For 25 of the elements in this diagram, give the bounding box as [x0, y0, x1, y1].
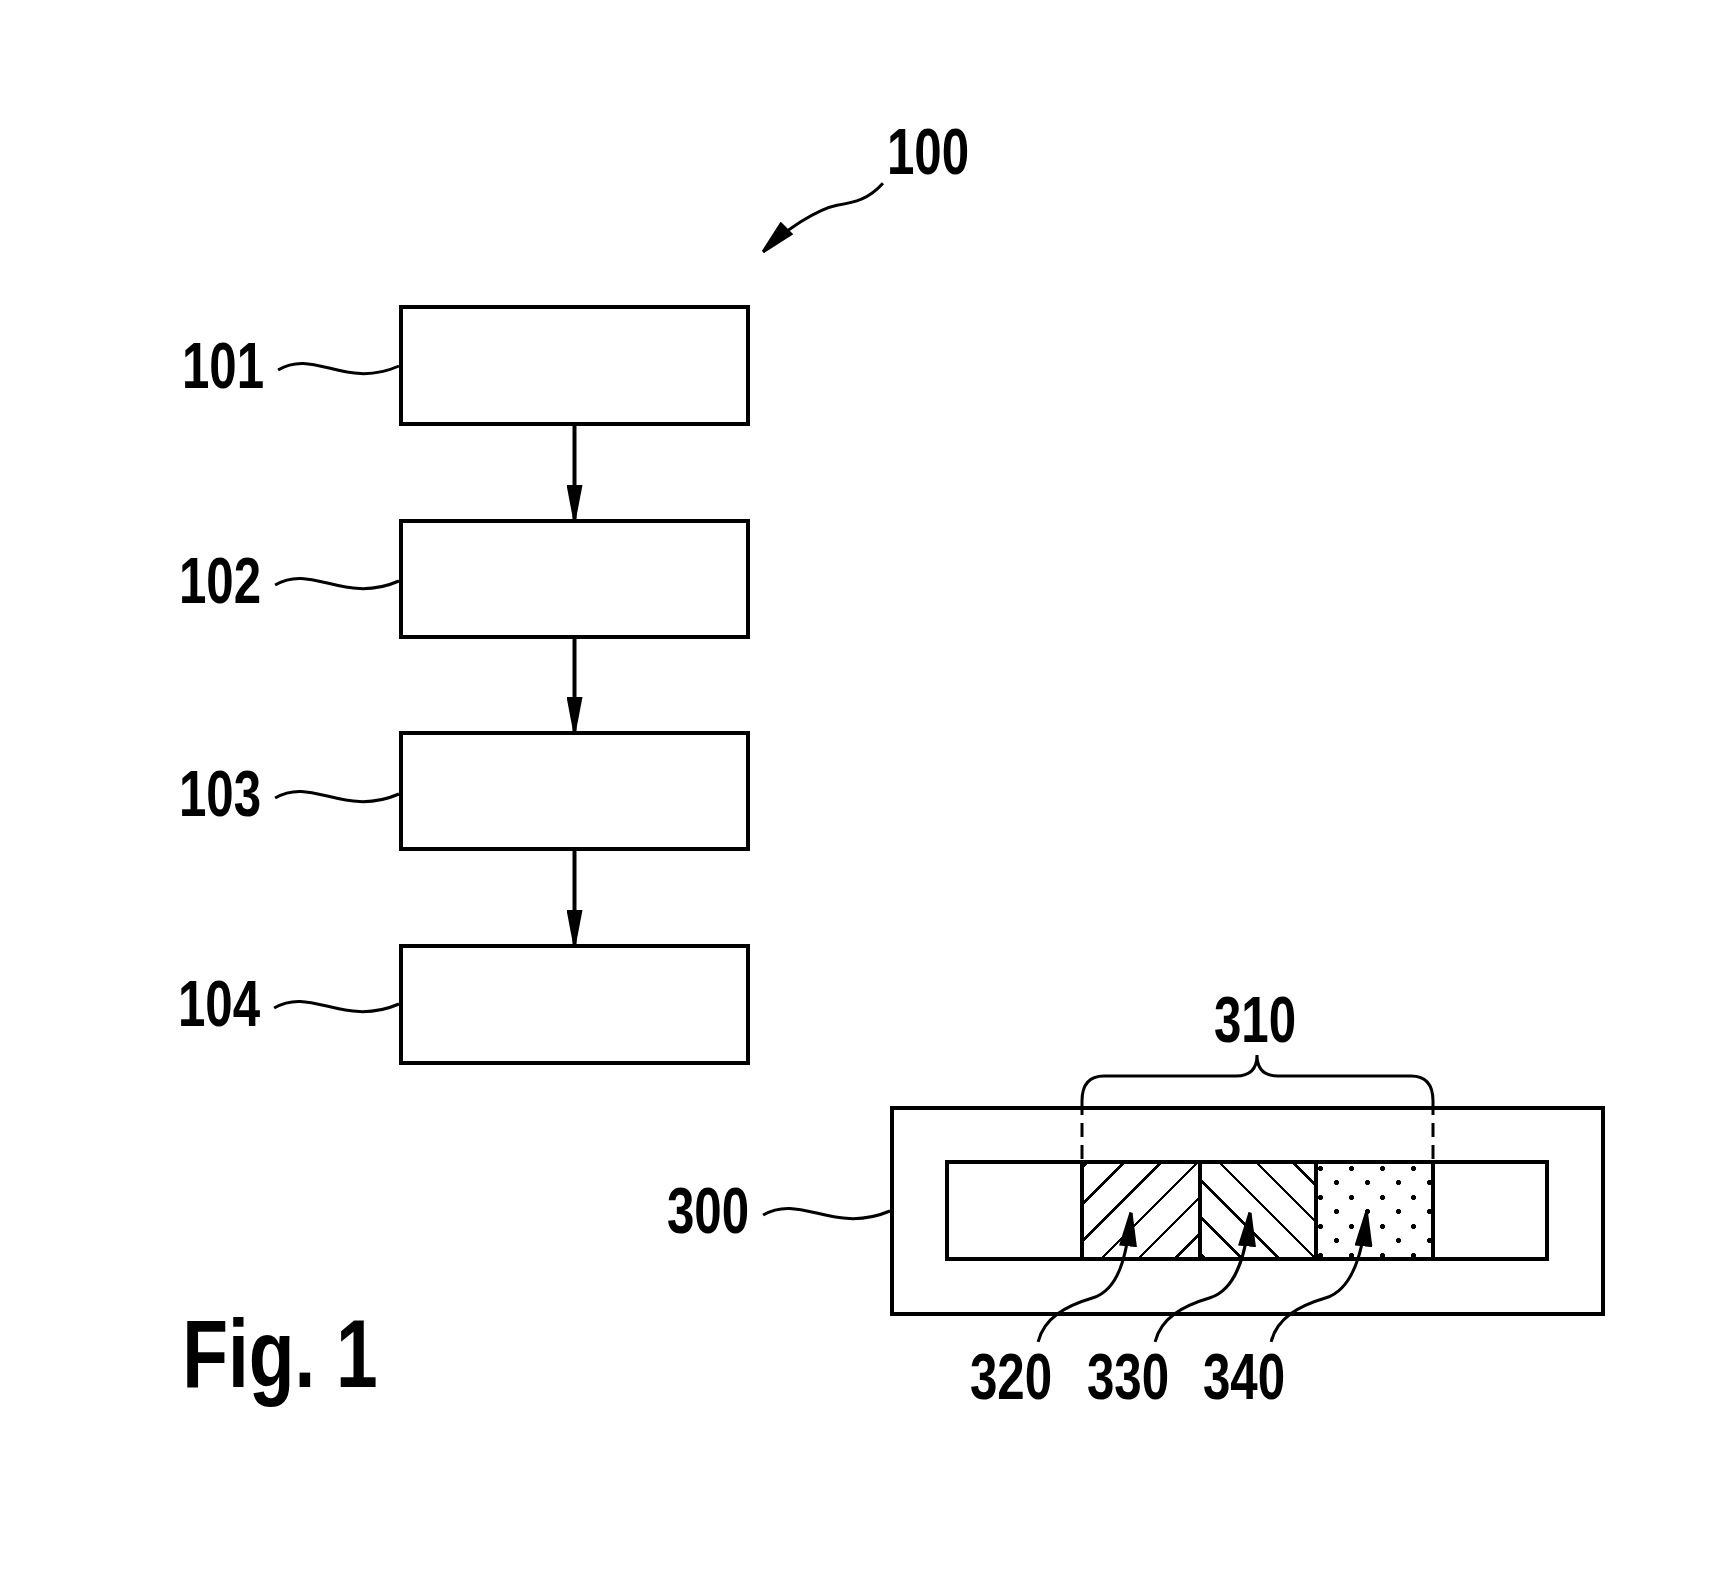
hatched-segment [1202, 1164, 1318, 1257]
layered-strip [945, 1160, 1549, 1261]
callout-number: 310 [1213, 984, 1297, 1056]
callout-number: 100 [886, 116, 970, 188]
callout-number: 102 [178, 545, 262, 617]
leader-line [273, 1000, 400, 1014]
figure-caption: Fig. 1 [182, 1298, 378, 1409]
callout-number: 340 [1202, 1341, 1286, 1413]
process-box [399, 519, 750, 639]
callout-number: 104 [177, 968, 261, 1040]
hatched-segment [1080, 1164, 1202, 1257]
callout-number: 320 [969, 1341, 1053, 1413]
callout-number: 103 [178, 758, 262, 830]
dotted-segment [1318, 1164, 1435, 1257]
callout-number: 330 [1086, 1341, 1170, 1413]
callout-number: 300 [666, 1175, 750, 1247]
process-box [399, 731, 750, 851]
leader-line [274, 790, 400, 804]
leader-line [762, 1207, 891, 1221]
leader-line [277, 362, 400, 376]
leader-line [274, 577, 400, 591]
process-box [399, 305, 750, 426]
process-box [399, 944, 750, 1065]
housing-frame [890, 1106, 1605, 1316]
callout-number: 101 [181, 330, 265, 402]
